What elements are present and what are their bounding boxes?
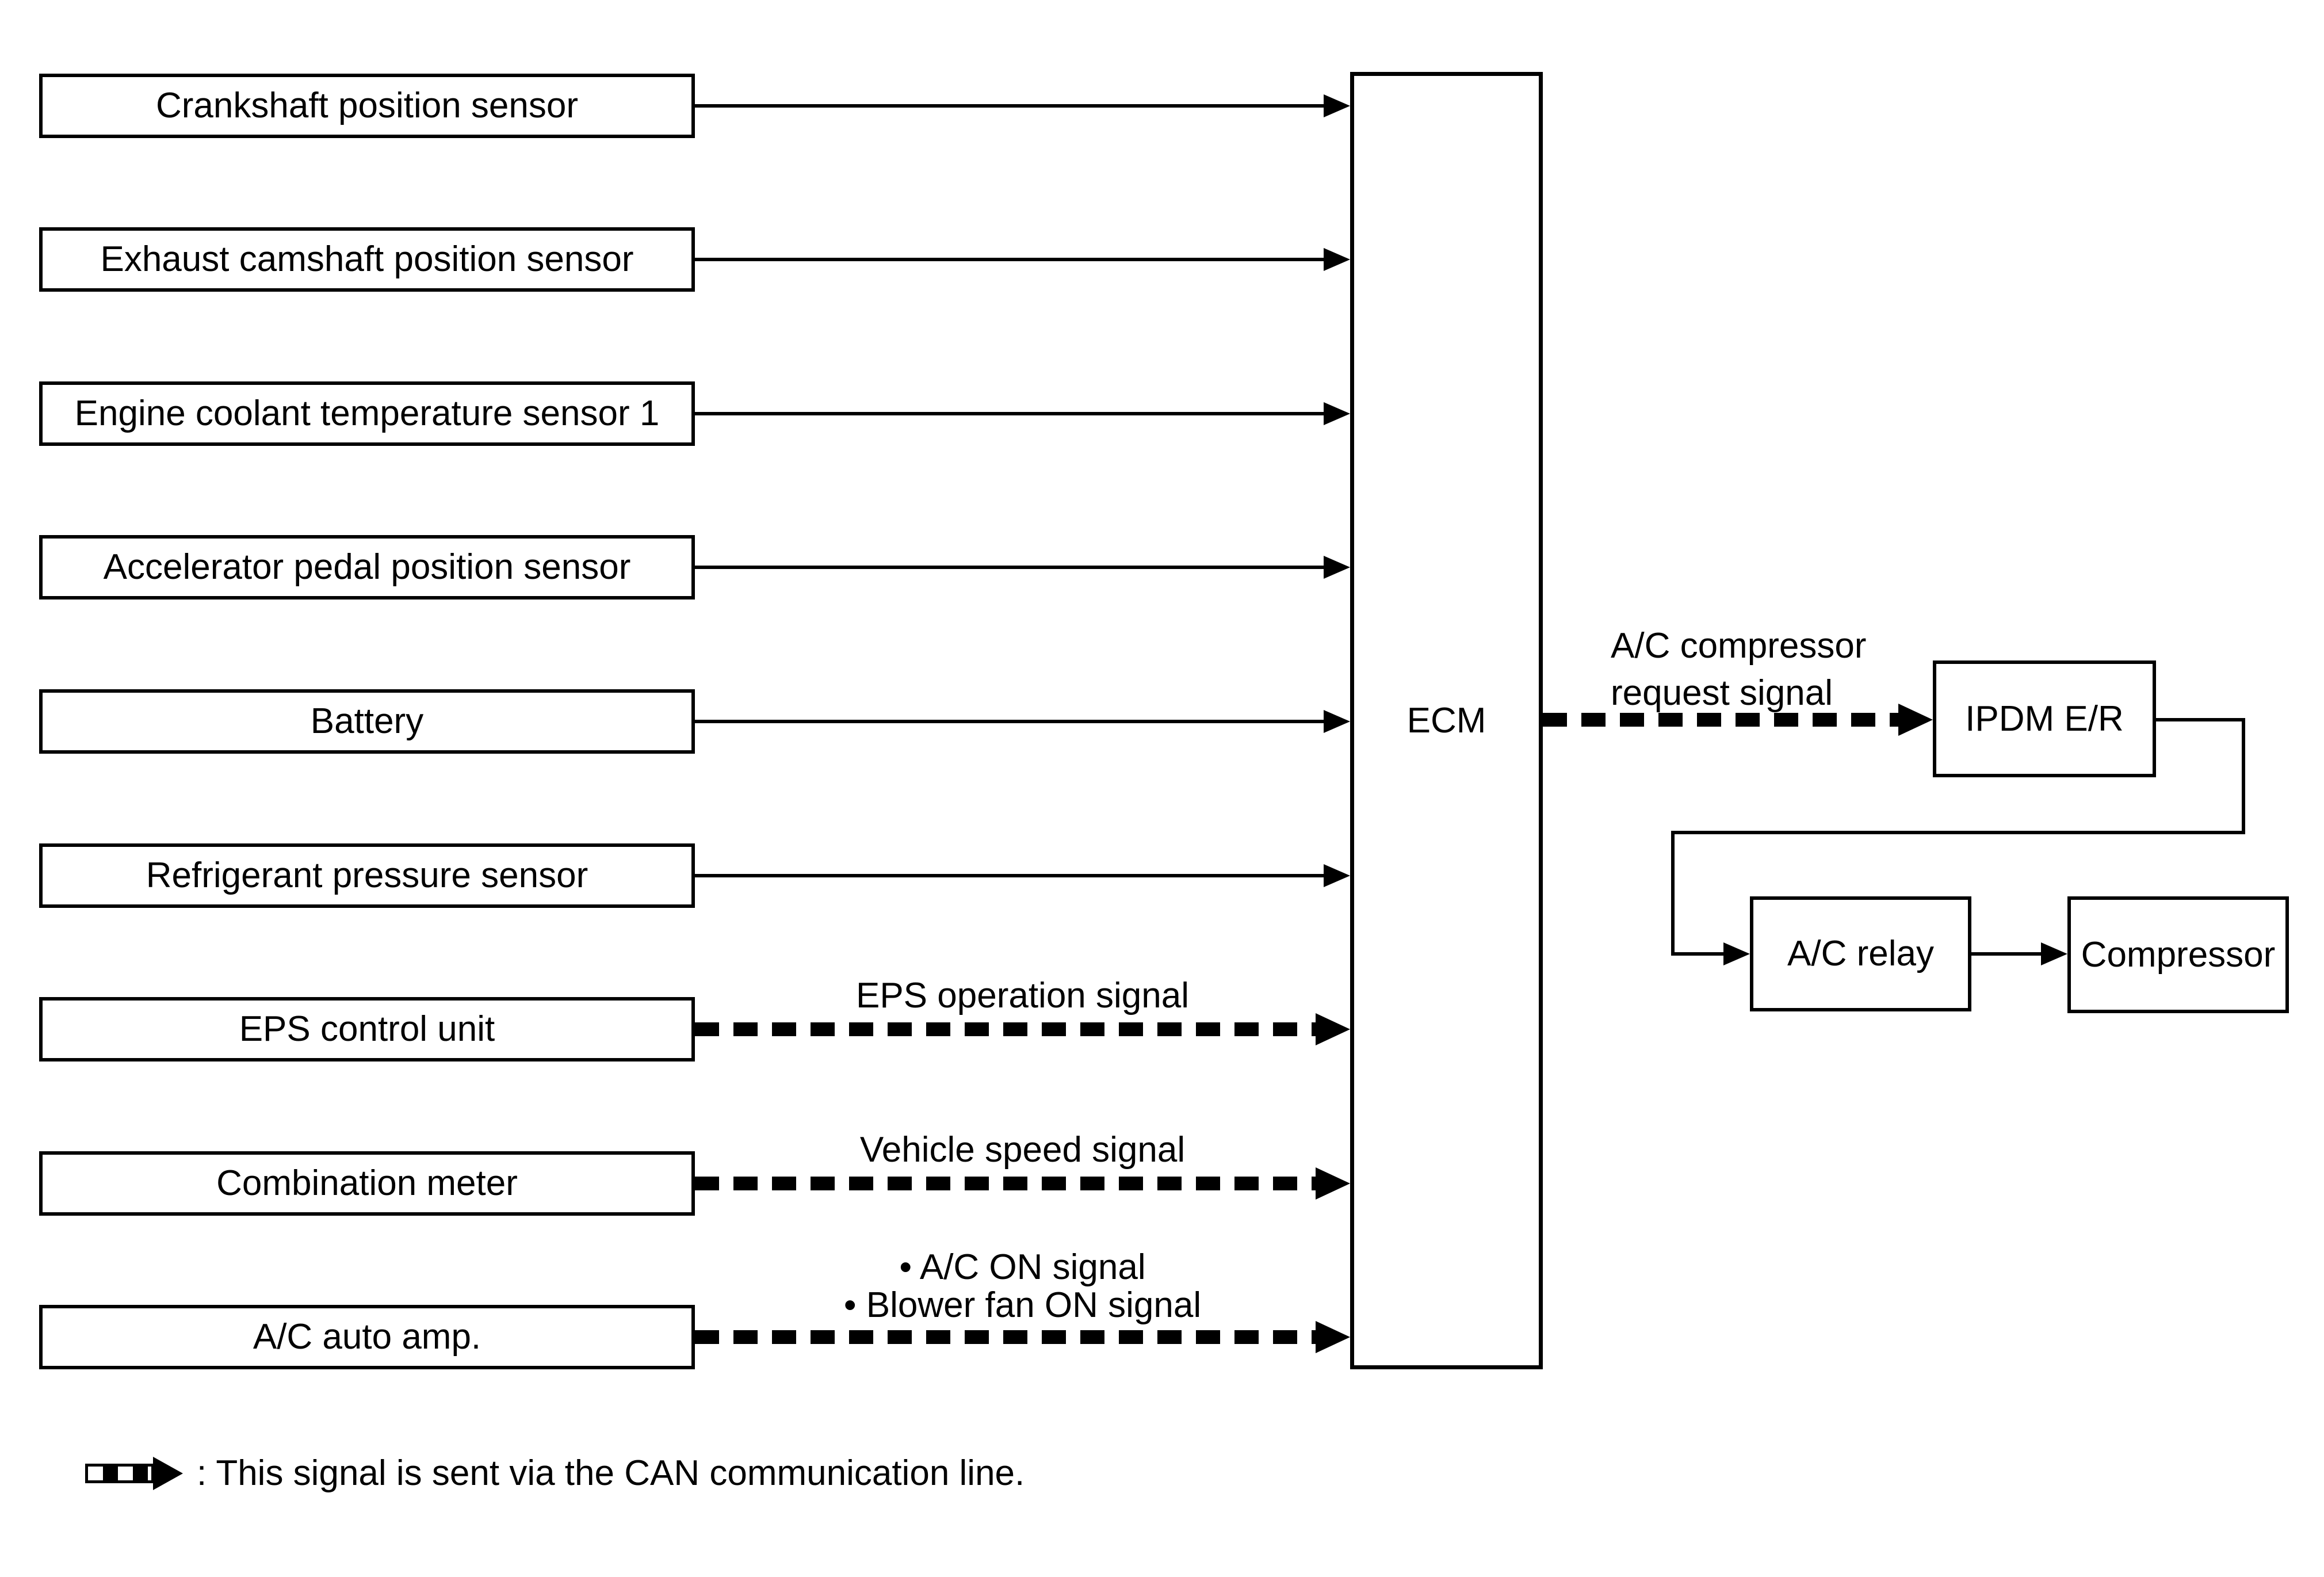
- label-ac-on-signal: • A/C ON signal: [899, 1247, 1146, 1287]
- arrow-to-ac-relay-line: [1671, 952, 1723, 956]
- can-arrow-meter-to-ecm-band: [695, 1177, 1316, 1190]
- route-relay-down-line: [1671, 831, 1675, 956]
- input-box-combination-meter: Combination meter: [39, 1151, 695, 1216]
- arrow-refrigerant-to-ecm-line: [695, 874, 1324, 877]
- input-box-ac-auto-amp: A/C auto amp.: [39, 1305, 695, 1369]
- input-box-label: Crankshaft position sensor: [155, 86, 579, 125]
- ecm-box: ECM: [1350, 72, 1543, 1369]
- ipdm-er-box: IPDM E/R: [1933, 660, 2156, 777]
- legend-can-arrow-band-icon: [85, 1464, 154, 1483]
- arrow-battery-to-ecm-head: [1324, 710, 1350, 733]
- input-box-label: Engine coolant temperature sensor 1: [74, 394, 660, 433]
- arrow-accelerator-to-ecm-head: [1324, 556, 1350, 579]
- arrow-relay-to-compressor-head: [2041, 942, 2067, 965]
- arrow-camshaft-to-ecm-head: [1324, 248, 1350, 271]
- input-box-label: EPS control unit: [239, 1009, 495, 1049]
- arrow-battery-to-ecm-line: [695, 720, 1324, 723]
- legend-can-arrow-head-icon: [153, 1457, 183, 1490]
- arrow-accelerator-to-ecm-line: [695, 566, 1324, 569]
- input-box-refrigerant-pressure-sensor: Refrigerant pressure sensor: [39, 843, 695, 908]
- arrow-crankshaft-to-ecm-line: [695, 104, 1324, 108]
- can-arrow-eps-to-ecm-head: [1316, 1013, 1350, 1045]
- route-ipdm-down-line: [2242, 718, 2245, 834]
- legend-text: : This signal is sent via the CAN commun…: [197, 1453, 1025, 1493]
- can-arrow-ecm-to-ipdm-band: [1543, 713, 1898, 727]
- input-box-battery: Battery: [39, 689, 695, 754]
- input-box-exhaust-camshaft-position-sensor: Exhaust camshaft position sensor: [39, 227, 695, 292]
- arrow-coolant-to-ecm-head: [1324, 402, 1350, 425]
- input-box-crankshaft-position-sensor: Crankshaft position sensor: [39, 74, 695, 138]
- label-ac-compressor-request-line1: A/C compressor: [1611, 626, 1867, 666]
- input-box-label: Refrigerant pressure sensor: [146, 856, 588, 895]
- arrow-crankshaft-to-ecm-head: [1324, 94, 1350, 117]
- arrow-refrigerant-to-ecm-head: [1324, 864, 1350, 887]
- can-arrow-ecm-to-ipdm-head: [1898, 704, 1933, 736]
- arrow-camshaft-to-ecm-line: [695, 258, 1324, 261]
- label-vehicle-speed-signal: Vehicle speed signal: [859, 1130, 1186, 1170]
- label-ac-compressor-request-line2: request signal: [1611, 673, 1833, 713]
- arrow-coolant-to-ecm-line: [695, 412, 1324, 415]
- ipdm-er-label: IPDM E/R: [1965, 698, 2124, 739]
- input-box-eps-control-unit: EPS control unit: [39, 997, 695, 1061]
- input-box-label: Accelerator pedal position sensor: [103, 547, 631, 587]
- input-box-label: Exhaust camshaft position sensor: [100, 239, 634, 279]
- arrow-to-ac-relay-head: [1723, 942, 1750, 965]
- label-ac-compressor-request-signal: A/C compressor request signal: [1611, 623, 1866, 717]
- can-arrow-eps-to-ecm-band: [695, 1022, 1316, 1036]
- compressor-box: Compressor: [2067, 896, 2289, 1013]
- can-arrow-amp-to-ecm-band: [695, 1330, 1316, 1344]
- label-ac-on-and-blower-signals: • A/C ON signal • Blower fan ON signal: [695, 1248, 1350, 1324]
- can-arrow-amp-to-ecm-head: [1316, 1321, 1350, 1353]
- input-box-label: A/C auto amp.: [253, 1317, 481, 1357]
- input-box-accelerator-pedal-position-sensor: Accelerator pedal position sensor: [39, 535, 695, 600]
- ac-relay-label: A/C relay: [1787, 934, 1934, 973]
- input-box-label: Combination meter: [216, 1163, 518, 1203]
- can-arrow-meter-to-ecm-head: [1316, 1167, 1350, 1200]
- label-blower-fan-signal: • Blower fan ON signal: [843, 1285, 1202, 1325]
- input-box-label: Battery: [310, 701, 424, 741]
- compressor-label: Compressor: [2081, 934, 2276, 975]
- ac-relay-box: A/C relay: [1750, 896, 1971, 1011]
- ecm-label: ECM: [1406, 700, 1486, 740]
- label-eps-operation-signal: EPS operation signal: [855, 976, 1190, 1015]
- input-box-engine-coolant-temperature-sensor-1: Engine coolant temperature sensor 1: [39, 381, 695, 446]
- route-ipdm-back-line: [1671, 831, 2245, 834]
- arrow-relay-to-compressor-line: [1971, 952, 2041, 956]
- route-ipdm-out-line: [2156, 718, 2245, 721]
